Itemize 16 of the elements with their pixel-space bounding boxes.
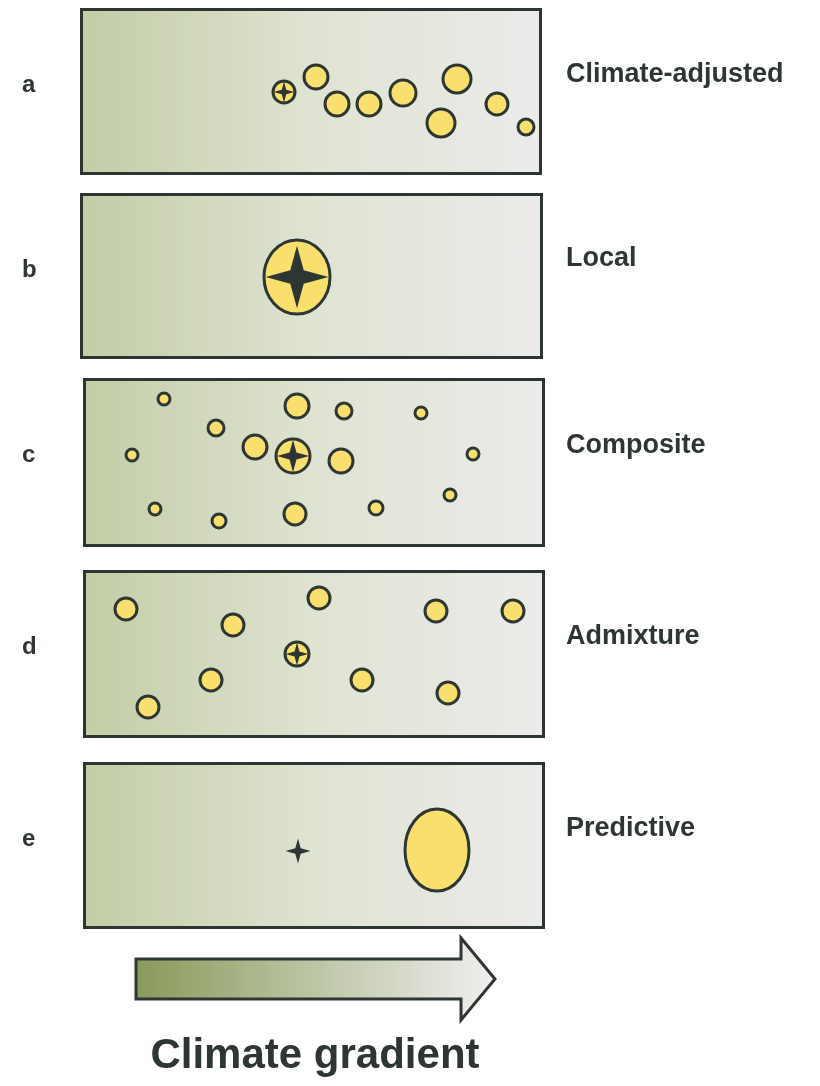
model-name: Climate-adjusted bbox=[566, 57, 784, 89]
model-name: Local bbox=[566, 242, 637, 273]
gradient-panel bbox=[83, 762, 545, 929]
gradient-panel bbox=[83, 570, 545, 738]
panel-letter: e bbox=[22, 824, 36, 852]
panel-letter: a bbox=[22, 70, 36, 98]
gradient-panel bbox=[80, 193, 543, 359]
panel-letter: b bbox=[22, 255, 37, 283]
model-name: Composite bbox=[566, 428, 706, 460]
model-name: Predictive bbox=[566, 811, 696, 843]
model-name: Admixture bbox=[566, 620, 700, 651]
gradient-panel bbox=[80, 8, 542, 175]
panel-letter: d bbox=[22, 632, 37, 660]
gradient-panel bbox=[83, 378, 545, 547]
axis-caption: Climate gradient bbox=[149, 1030, 481, 1078]
panel-letter: c bbox=[22, 440, 36, 468]
